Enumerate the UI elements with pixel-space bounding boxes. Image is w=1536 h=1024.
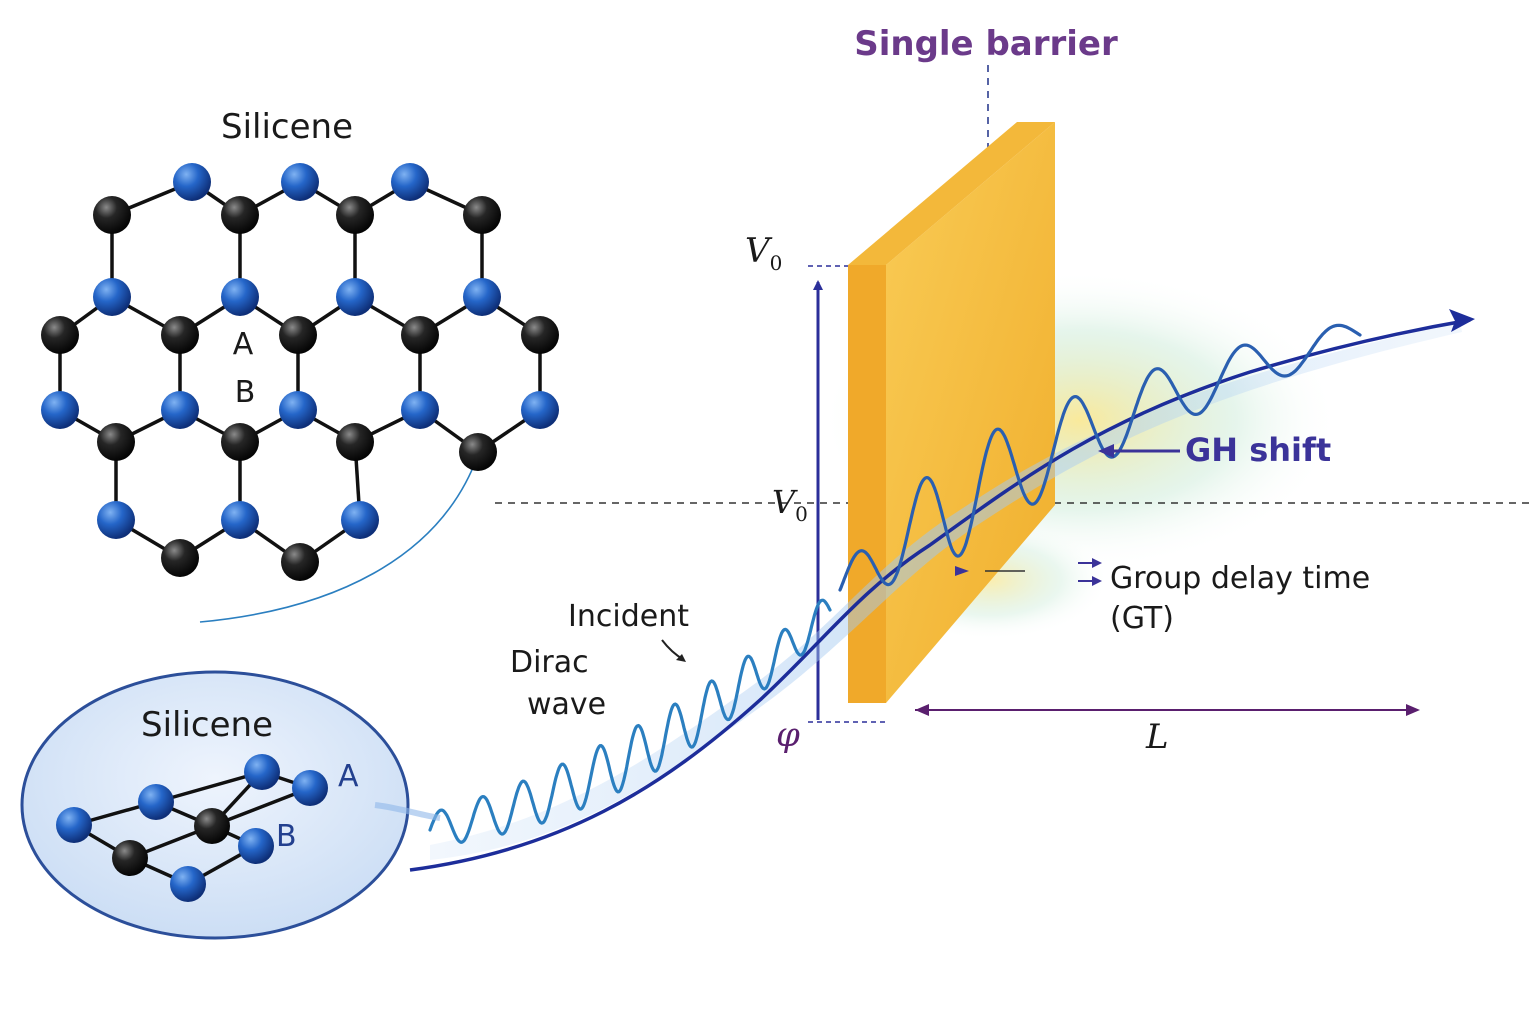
sublattice-a-atom [463, 278, 501, 316]
barrier-title: Single barrier [854, 24, 1118, 64]
sublattice-b-atom [279, 316, 317, 354]
sublattice-b-atom [336, 196, 374, 234]
silicene-inset [20, 670, 441, 940]
inset-atom-a [138, 784, 174, 820]
delay-arrow-left [955, 566, 969, 576]
sublattice-a-atom [173, 163, 211, 201]
sublattice-b-label: B [235, 375, 256, 410]
sublattice-b-atom [281, 543, 319, 581]
sublattice-a-atom [97, 501, 135, 539]
beam-arrow-head [1449, 309, 1475, 332]
sublattice-a-atom [281, 163, 319, 201]
lattice-connector [199, 454, 479, 623]
group-delay-label: Group delay time [1110, 561, 1370, 596]
length-label: L [1145, 717, 1169, 757]
inset-atom-a [170, 866, 206, 902]
v0-mid-label: V0 [772, 483, 808, 526]
sublattice-a-atom [93, 278, 131, 316]
silicene-honeycomb-lattice [41, 163, 559, 581]
sublattice-b-atom [336, 423, 374, 461]
sublattice-a-atom [221, 501, 259, 539]
sublattice-b-atom [221, 423, 259, 461]
silicene-top-label: Silicene [221, 107, 353, 147]
sublattice-a-atom [41, 391, 79, 429]
incident-label: Incident [568, 599, 689, 634]
inset-buckled-lattice [56, 754, 328, 902]
sublattice-a-atom [521, 391, 559, 429]
wave-label: wave [527, 687, 606, 722]
sublattice-a-atom [279, 391, 317, 429]
sublattice-b-atom [161, 539, 199, 577]
v0-top-label: V0 [745, 231, 782, 275]
transmitted-wave [838, 323, 1362, 592]
silicene-inset-label: Silicene [141, 705, 273, 745]
phi-label: φ [776, 715, 800, 755]
sublattice-a-atom [336, 278, 374, 316]
sublattice-b-atom [161, 316, 199, 354]
sublattice-a-atom [221, 278, 259, 316]
inset-b-label: B [276, 819, 297, 854]
inset-bond [155, 770, 263, 804]
sublattice-b-atom [521, 316, 559, 354]
inset-atom-b [112, 840, 148, 876]
inset-atom-b [194, 808, 230, 844]
sublattice-b-atom [401, 316, 439, 354]
length-arrow-left-head [915, 704, 929, 716]
incident-dirac-wave [428, 598, 832, 844]
sublattice-a-atom [391, 163, 429, 201]
sublattice-a-atom [341, 501, 379, 539]
inset-a-label: A [338, 759, 359, 794]
dirac-label: Dirac [510, 645, 589, 680]
gh-shift-label: GH shift [1185, 431, 1331, 469]
inset-atom-a [244, 754, 280, 790]
barrier-top-face [848, 122, 1055, 265]
inset-atom-a [238, 828, 274, 864]
inset-atom-a [56, 807, 92, 843]
sublattice-b-atom [463, 196, 501, 234]
length-arrow-right-head [1406, 704, 1420, 716]
sublattice-a-atom [401, 391, 439, 429]
sublattice-a-atom [161, 391, 199, 429]
beam-trajectory [409, 318, 1471, 872]
sublattice-b-atom [41, 316, 79, 354]
sublattice-a-label: A [233, 327, 254, 362]
sublattice-b-atom [97, 423, 135, 461]
sublattice-b-atom [221, 196, 259, 234]
sublattice-b-atom [459, 433, 497, 471]
sublattice-b-atom [93, 196, 131, 234]
inset-atom-a [292, 770, 328, 806]
barrier-front-face [848, 265, 886, 703]
group-delay-abbrev: (GT) [1110, 601, 1174, 636]
